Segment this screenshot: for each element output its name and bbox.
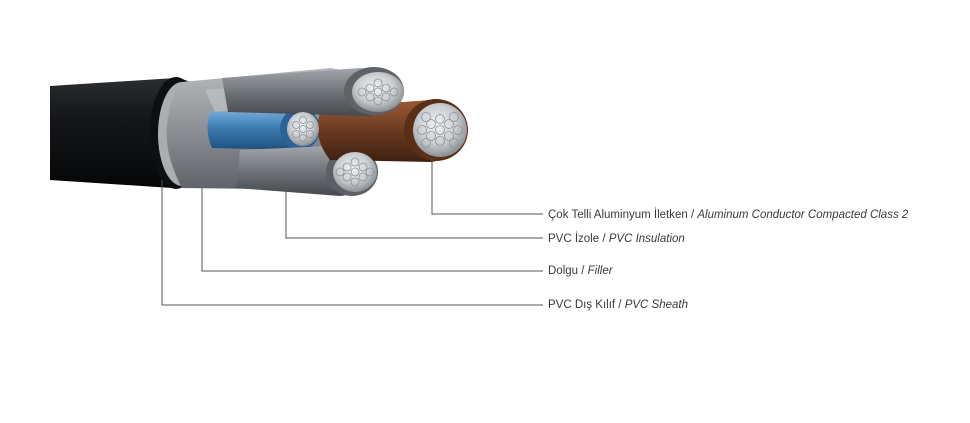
label-insulation: PVC İzole / PVC Insulation [548, 232, 685, 246]
conductor-top [352, 72, 404, 112]
label-sheath-tr: PVC Dış Kılıf [548, 299, 616, 311]
label-conductor-tr: Çok Telli Aluminyum İletken [548, 209, 688, 221]
label-sheath: PVC Dış Kılıf / PVC Sheath [548, 298, 688, 312]
aluminum-conductors [287, 72, 467, 192]
label-filler-en: Filler [587, 265, 613, 277]
label-filler-sep: / [578, 265, 588, 277]
label-insulation-sep: / [599, 233, 609, 245]
leader-line-insulation [285, 190, 543, 239]
conductor-brown [413, 103, 467, 157]
label-conductor-en: Aluminum Conductor Compacted Class 2 [697, 209, 909, 221]
leader-lines [161, 158, 543, 306]
label-sheath-sep: / [615, 299, 625, 311]
conductor-bottom [333, 152, 377, 192]
label-insulation-en: PVC Insulation [608, 233, 685, 245]
label-filler: Dolgu / Filler [548, 264, 613, 278]
leader-line-sheath [161, 180, 543, 306]
label-insulation-tr: PVC İzole [548, 233, 600, 245]
conductor-blue [287, 112, 319, 146]
label-sheath-en: PVC Sheath [624, 299, 688, 311]
leader-line-filler [201, 188, 543, 272]
label-conductor-sep: / [687, 209, 698, 221]
label-filler-tr: Dolgu [548, 265, 579, 277]
label-conductor: Çok Telli Aluminyum İletken / Aluminum C… [548, 208, 908, 222]
leader-line-conductor [431, 158, 543, 215]
